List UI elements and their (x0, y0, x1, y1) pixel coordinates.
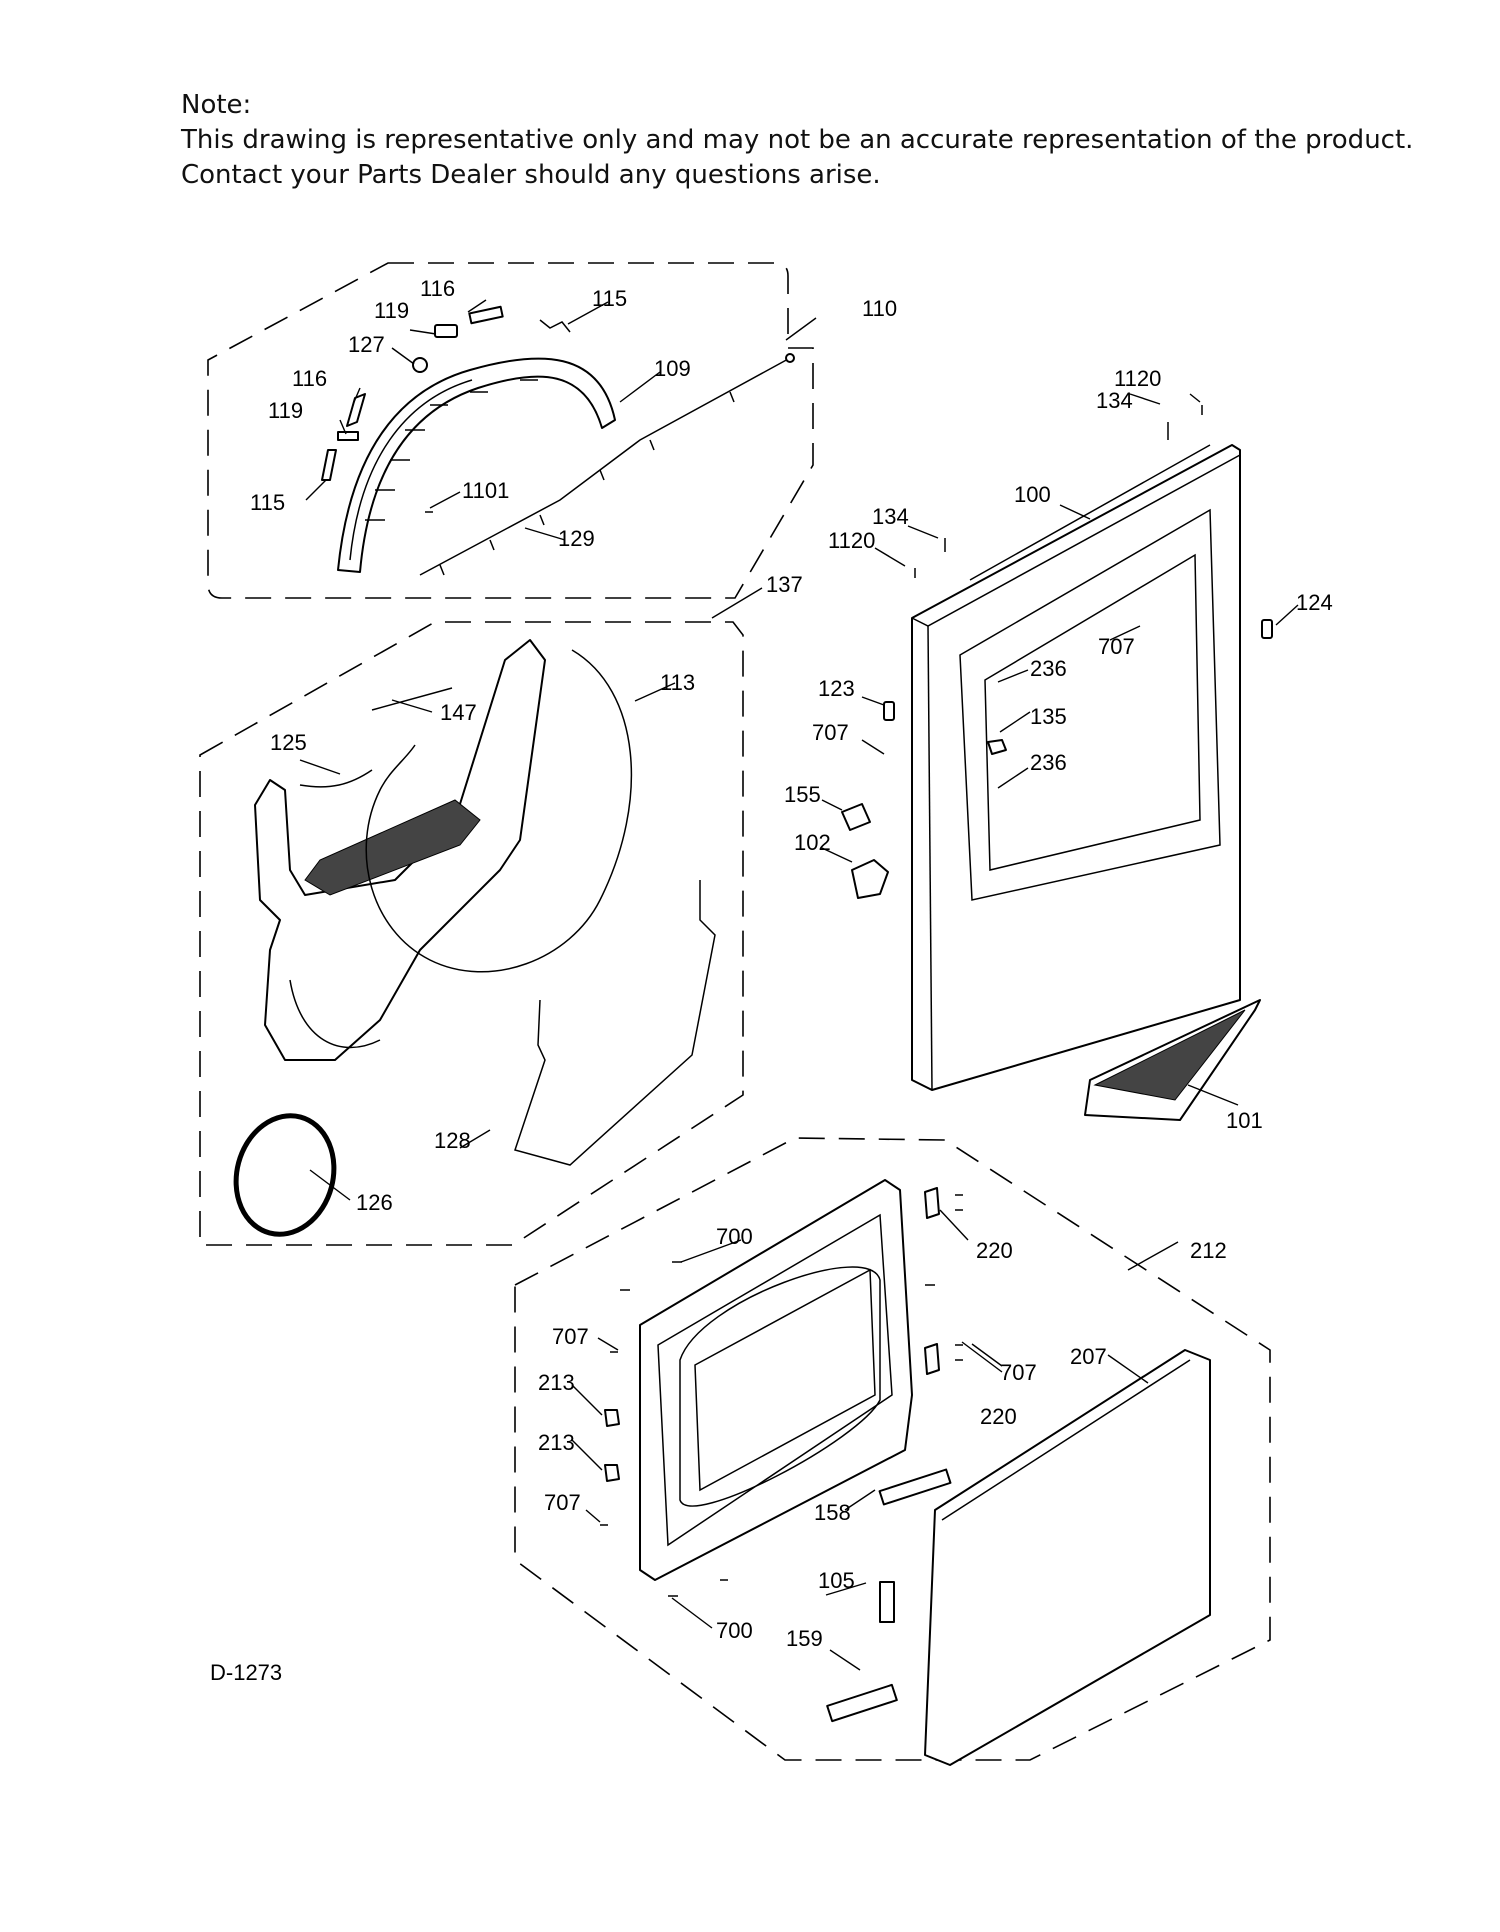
part-119-pad (434, 324, 458, 338)
part-102-switch (851, 859, 889, 899)
label-220-top: 220 (976, 1238, 1013, 1263)
label-707-door-right: 707 (1000, 1360, 1037, 1385)
diagram-code: D-1273 (210, 1660, 282, 1685)
label-128: 128 (434, 1128, 471, 1153)
label-127: 127 (348, 332, 385, 357)
label-110: 110 (862, 296, 897, 321)
door-screws (600, 1194, 963, 1597)
label-213-bottom: 213 (538, 1430, 575, 1455)
part-137-duct-housing (254, 639, 546, 1061)
part-109-handle-arc (337, 357, 616, 573)
label-137: 137 (766, 572, 803, 597)
note-block: Note: This drawing is representative onl… (181, 88, 1414, 193)
part-127-bumper (412, 357, 428, 373)
part-155-bracket (841, 803, 871, 831)
leader-lines (299, 299, 1299, 1671)
part-116-clip (468, 305, 504, 325)
label-212: 212 (1190, 1238, 1227, 1263)
label-119-top: 119 (374, 298, 409, 323)
label-707-left: 707 (812, 720, 849, 745)
part-116-clip-left (346, 393, 366, 427)
group-212-boundary (514, 1137, 1271, 1761)
label-115-top: 115 (592, 286, 627, 311)
label-207: 207 (1070, 1344, 1107, 1369)
label-700-bottom: 700 (716, 1618, 753, 1643)
part-126-ring (233, 1113, 337, 1237)
label-158: 158 (814, 1500, 851, 1525)
label-700-top: 700 (716, 1224, 753, 1249)
part-100-front-panel (911, 444, 1241, 1091)
label-100: 100 (1014, 482, 1051, 507)
label-105: 105 (818, 1568, 855, 1593)
part-158-handle (878, 1468, 952, 1506)
group-110-boundary (207, 262, 814, 599)
part-135-stop (987, 739, 1007, 755)
label-236-bottom: 236 (1030, 750, 1067, 775)
label-155: 155 (784, 782, 821, 807)
part-113-seal (365, 649, 633, 973)
note-heading: Note: (181, 90, 252, 120)
part-159-handle (826, 1683, 898, 1723)
group-137-boundary (199, 621, 744, 1246)
part-124-clip (1261, 619, 1273, 639)
part-105-magnet (879, 1581, 895, 1623)
part-220-hinge-top (924, 1187, 940, 1219)
label-116-left: 116 (292, 366, 327, 391)
label-119-left: 119 (268, 398, 303, 423)
part-212-inner-door (639, 1179, 913, 1581)
label-707-door-left: 707 (552, 1324, 589, 1349)
label-707-door-bottom: 707 (544, 1490, 581, 1515)
part-129-wire-harness (419, 353, 795, 576)
part-220-hinge-bottom (924, 1343, 940, 1375)
part-207-outer-door (924, 1349, 1211, 1766)
label-101: 101 (1226, 1108, 1263, 1133)
note-line-2: Contact your Parts Dealer should any que… (181, 160, 881, 190)
label-115-left: 115 (250, 490, 285, 515)
label-1101: 1101 (462, 478, 509, 503)
label-1120-left: 1120 (828, 528, 875, 553)
label-113: 113 (660, 670, 695, 695)
part-123-clip (883, 701, 895, 721)
part-115-spring (539, 319, 571, 333)
label-123: 123 (818, 676, 855, 701)
part-labels: 116 115 110 119 127 109 116 119 115 1101… (210, 276, 1333, 1685)
part-115-spring-left (321, 449, 337, 481)
label-220-bottom: 220 (980, 1404, 1017, 1429)
label-102: 102 (794, 830, 831, 855)
label-213-top: 213 (538, 1370, 575, 1395)
label-125: 125 (270, 730, 307, 755)
part-147-spring (371, 687, 453, 711)
label-124: 124 (1296, 590, 1333, 615)
part-128-gasket (514, 880, 716, 1166)
note-line-1: This drawing is representative only and … (181, 125, 1414, 155)
label-129: 129 (558, 526, 595, 551)
label-147: 147 (440, 700, 477, 725)
label-707-panel: 707 (1098, 634, 1135, 659)
label-109: 109 (654, 356, 691, 381)
label-116-top: 116 (420, 276, 455, 301)
label-134-top: 134 (1096, 388, 1133, 413)
label-135: 135 (1030, 704, 1067, 729)
label-126: 126 (356, 1190, 393, 1215)
part-119-pad-left (337, 431, 359, 441)
part-125-wire (299, 769, 373, 788)
label-159: 159 (786, 1626, 823, 1651)
label-236-top: 236 (1030, 656, 1067, 681)
label-134-left: 134 (872, 504, 909, 529)
part-213-catch-bottom (604, 1464, 620, 1482)
part-101-lint-drawer (1084, 999, 1261, 1121)
part-213-catch-top (604, 1409, 620, 1427)
label-1120-top: 1120 (1114, 366, 1161, 391)
